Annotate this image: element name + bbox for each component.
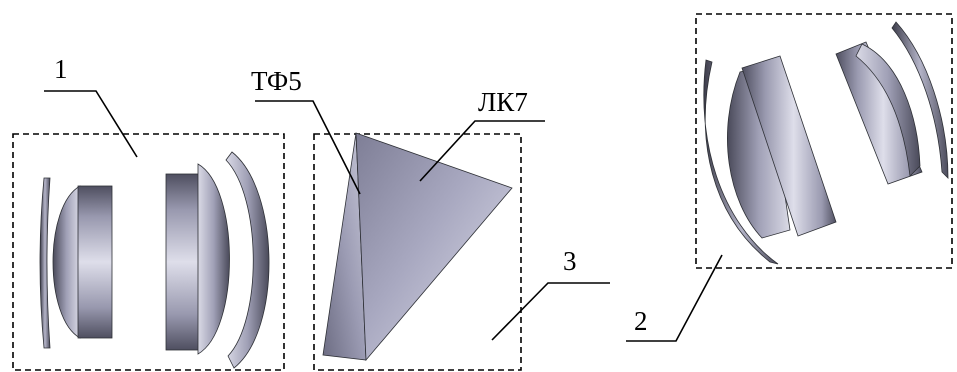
group-1-barrel-left — [77, 185, 113, 339]
group-1-dome-lens-right-outer — [225, 151, 270, 369]
label-group-2: 2 — [634, 306, 648, 336]
prism-lk7 — [355, 132, 513, 362]
group-1-frame — [12, 133, 285, 371]
group-1-barrel-right — [165, 173, 201, 351]
group-2-lens-assembly — [695, 13, 953, 269]
label-group-1: 1 — [54, 54, 68, 84]
group-2-meniscus-right — [891, 21, 949, 179]
leader-line-lk7 — [419, 120, 545, 182]
leader-line-1 — [44, 90, 138, 158]
label-glass-tf5: ТФ5 — [251, 66, 302, 96]
label-group-3: 3 — [563, 246, 577, 276]
group-3-prism-assembly — [313, 132, 522, 371]
group-1-dome-lens-right-inner — [197, 163, 230, 355]
group-1-dome-lens-left — [52, 185, 81, 339]
group-2-frame — [695, 13, 953, 269]
leader-line-tf5 — [255, 100, 361, 195]
group-2-dome-lens-right — [855, 43, 921, 177]
group-2-meniscus-left — [703, 59, 779, 265]
group-1-lens-assembly — [12, 133, 285, 371]
group-1-thin-lens — [39, 177, 51, 349]
group-2-barrel-right — [835, 41, 923, 185]
group-3-frame — [313, 133, 522, 371]
leader-line-3 — [491, 282, 610, 341]
leader-line-2 — [626, 254, 723, 342]
group-2-dome-lens-left — [727, 65, 791, 239]
label-glass-lk7: ЛК7 — [478, 87, 528, 117]
group-2-barrel-left — [741, 55, 837, 237]
